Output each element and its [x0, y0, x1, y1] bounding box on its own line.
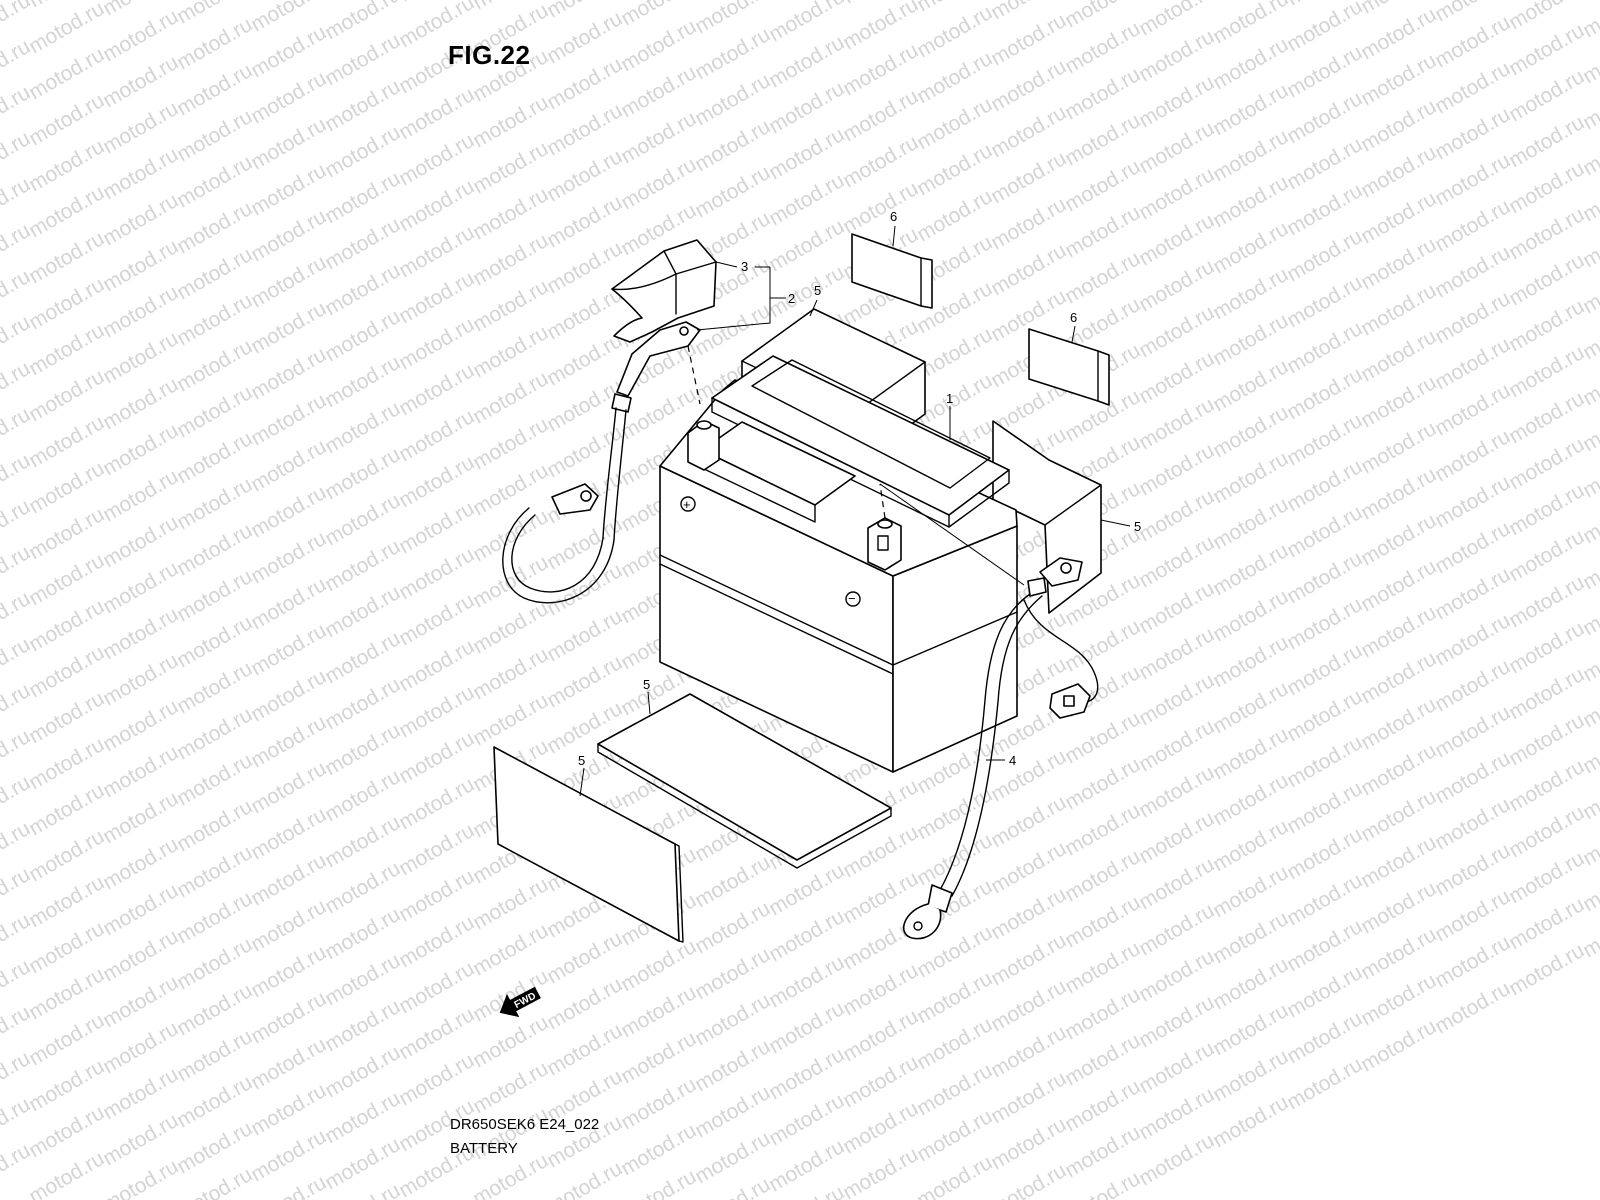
callout-3: 3 [741, 259, 748, 274]
pad-6-right [1028, 328, 1110, 406]
terminal-cover-3 [611, 239, 717, 343]
callout-4: 4 [1009, 753, 1016, 768]
model-code: DR650SEK6 E24_022 [450, 1116, 600, 1133]
forward-direction-arrow: FWD [499, 986, 541, 1018]
battery-1: + − [659, 355, 1018, 773]
callout-5-right: 5 [1134, 519, 1141, 534]
callout-5-back: 5 [814, 283, 821, 298]
fwd-label: FWD [513, 991, 538, 1011]
lead-wire-2 [502, 321, 701, 604]
figure-title: FIG.22 [448, 40, 531, 70]
lead-wire-4 [879, 483, 1099, 940]
callout-6-right: 6 [1070, 310, 1077, 325]
leader-lines [579, 225, 1131, 797]
part-group-name: BATTERY [450, 1140, 518, 1157]
callout-6-top: 6 [890, 209, 897, 224]
pad-6-top [851, 233, 933, 309]
callout-5-bottom: 5 [643, 677, 650, 692]
callouts: 1 2 3 4 5 5 5 5 6 6 [578, 209, 1141, 768]
callout-2: 2 [788, 291, 795, 306]
callout-1: 1 [946, 391, 953, 406]
pad-5-front [493, 746, 684, 943]
pad-5-bottom [597, 693, 892, 869]
negative-mark: − [848, 591, 856, 606]
positive-mark: + [683, 497, 691, 512]
callout-5-front: 5 [578, 753, 585, 768]
